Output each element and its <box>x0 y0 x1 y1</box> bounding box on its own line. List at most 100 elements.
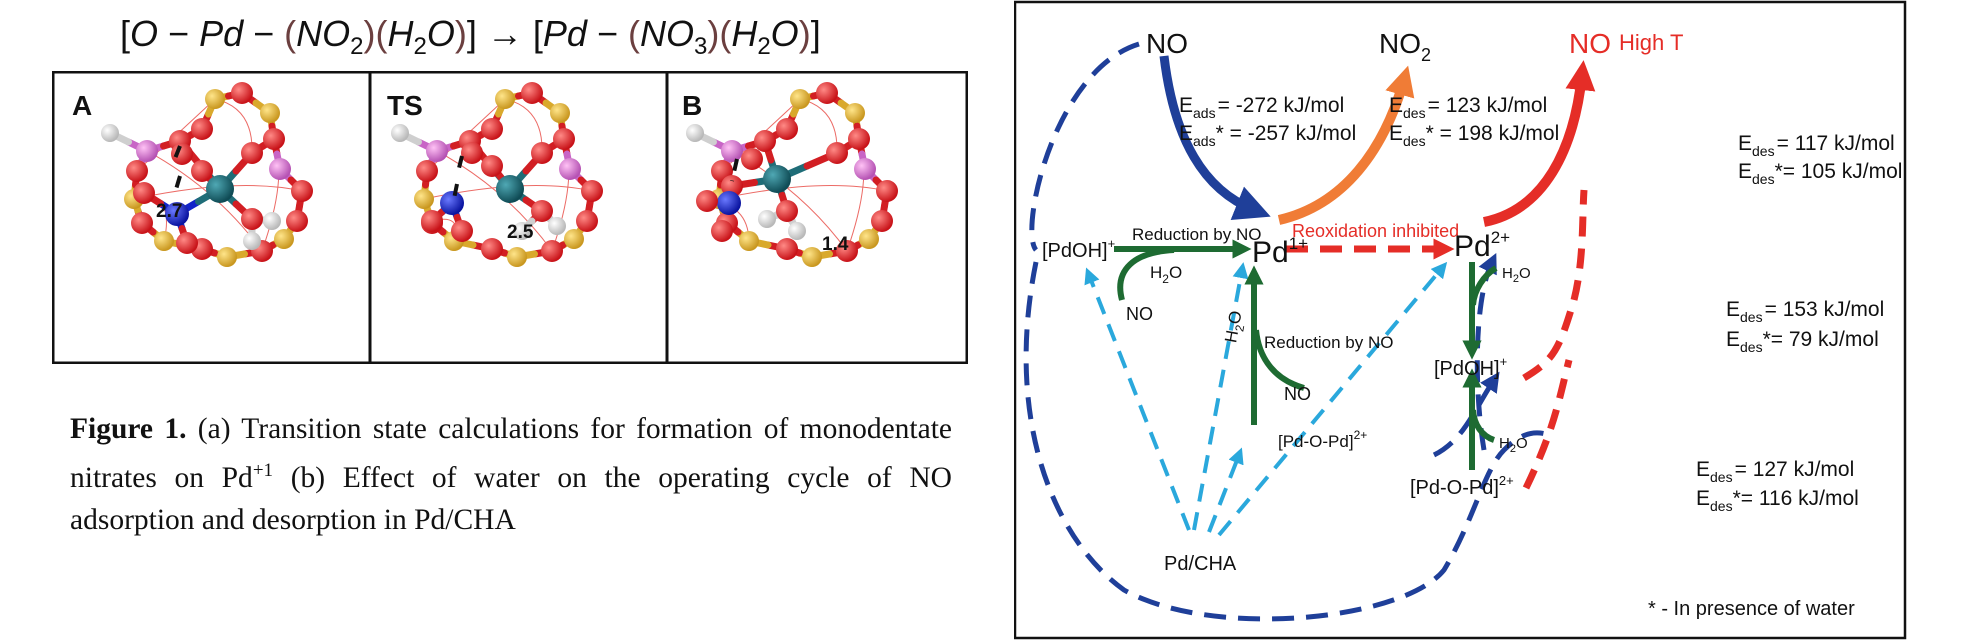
e-des-pdopd-line-1: Edes= 127 kJ/mol <box>1696 458 1854 485</box>
oxygen-atom <box>241 208 263 230</box>
equation-pd: Pd <box>199 13 244 54</box>
no-input-curve-2 <box>1253 329 1305 391</box>
no-input-curve-1 <box>1117 247 1175 301</box>
hydrogen-atom <box>391 124 409 142</box>
e-des-pdoh-line-1: Edes= 153 kJ/mol <box>1726 298 1884 325</box>
silicon-atom <box>550 103 570 123</box>
green-reduction-arrows <box>1114 239 1498 470</box>
silicon-atom <box>859 229 879 249</box>
hydrogen-atom <box>758 210 776 228</box>
caption-text-1: (a) Transition state calculations for fo… <box>70 413 952 494</box>
footnote: * - In presence of water <box>1648 598 1855 620</box>
hydrogen-atom <box>101 124 119 142</box>
oxygen-atom <box>871 210 893 232</box>
silicon-atom <box>845 103 865 123</box>
oxygen-atom <box>531 142 553 164</box>
h2o-label-1: H2O <box>1150 263 1182 286</box>
palladium-atom <box>763 165 791 193</box>
e-des-pdoh-line-2: Edes*= 79 kJ/mol <box>1726 328 1879 355</box>
no-top-label: NO <box>1146 28 1188 59</box>
hydrogen-atom <box>513 222 531 240</box>
light-blue-activation-arrows <box>1084 261 1448 537</box>
reaction-scheme: NO NO2 NO High T [PdOH]+ Reduction by NO… <box>1014 0 1907 640</box>
reduction-by-no-1: Reduction by NO <box>1132 225 1261 244</box>
oxygen-atom <box>776 118 798 140</box>
oxygen-atom <box>581 180 603 202</box>
hydrogen-atom <box>788 222 806 240</box>
oxygen-atom <box>776 238 798 260</box>
no-readsorption-arrow <box>1029 41 1140 252</box>
palladium-atom <box>496 175 524 203</box>
oxygen-atom <box>776 200 798 222</box>
aluminium-atom <box>721 140 743 162</box>
hydrogen-atom <box>548 217 566 235</box>
molecular-panels: A TS B 2.7 2.5 1.4 <box>52 71 968 364</box>
no-adsorption-arrow <box>1159 55 1271 221</box>
pdopd-to-pdoh-arrow <box>1432 371 1500 458</box>
hydrogen-atom <box>243 232 261 250</box>
reaction-equation: [O − Pd − (NO2)(H2O)] → [Pd − (NO3)(H2O)… <box>120 13 821 58</box>
oxygen-atom <box>754 130 776 152</box>
oxygen-atom <box>848 128 870 150</box>
pdoh-right-label: [PdOH]+ <box>1434 354 1507 380</box>
aluminium-atom <box>854 158 876 180</box>
oxygen-atom <box>191 160 213 182</box>
pd2-label: Pd2+ <box>1454 228 1510 263</box>
silicon-atom <box>507 247 527 267</box>
svg-text:[O − Pd − (NO2)(H2O)] → [Pd −: [O − Pd − (NO2)(H2O)] → [Pd − (NO3)(H2O)… <box>120 13 821 58</box>
oxygen-atom <box>741 148 763 170</box>
caption-superscript: +1 <box>252 460 274 481</box>
caption-text-2: (b) Effect of water on the operating cyc… <box>70 461 952 536</box>
oxygen-atom <box>171 143 193 165</box>
oxygen-atom <box>263 128 285 150</box>
oxygen-atom <box>451 220 473 242</box>
reduction-by-no-2: Reduction by NO <box>1264 333 1393 352</box>
aluminium-atom <box>269 158 291 180</box>
aluminium-atom <box>136 140 158 162</box>
oxygen-atom <box>126 160 148 182</box>
scheme-frame <box>1014 0 1907 640</box>
pd1-label: Pd1+ <box>1252 234 1308 269</box>
palladium-atom <box>206 175 234 203</box>
panel-ts-label: TS <box>387 90 423 121</box>
pdcha-label: Pd/CHA <box>1164 553 1237 575</box>
pdopd-desorption-arrow <box>1522 359 1573 490</box>
oxygen-atom <box>553 128 575 150</box>
panel-a-label: A <box>72 90 92 121</box>
equation-no2: NO <box>296 13 350 54</box>
h2o-label-2: H2O <box>1221 309 1249 345</box>
framework-line <box>718 185 888 200</box>
aluminium-atom <box>559 158 581 180</box>
distance-marker <box>172 175 182 197</box>
pdopd-right-label: [Pd-O-Pd]2+ <box>1410 473 1514 499</box>
outer-loop-arrow <box>1023 261 1552 622</box>
nitrogen-atom <box>440 191 464 215</box>
no-high-t-label: NO <box>1569 28 1611 59</box>
h2o-curve-3 <box>1470 265 1498 306</box>
oxygen-atom <box>876 180 898 202</box>
high-t-desorption-arrow <box>1482 60 1596 227</box>
e-des-pdopd-line-2: Edes*= 116 kJ/mol <box>1696 487 1859 514</box>
hydrogen-atom <box>263 212 281 230</box>
silicon-atom <box>495 89 515 109</box>
e-des-pd2-line-2: Edes*= 105 kJ/mol <box>1738 160 1902 187</box>
oxygen-atom <box>521 82 543 104</box>
oxygen-atom <box>191 118 213 140</box>
silicon-atom <box>414 189 434 209</box>
no2-desorption-arrow <box>1277 65 1415 225</box>
panel-ts-distance: 2.5 <box>507 222 534 243</box>
oxygen-atom <box>131 212 153 234</box>
aluminium-atom <box>426 140 448 162</box>
h2o-curve-4 <box>1470 409 1496 443</box>
equation-bracket: [ <box>120 13 130 54</box>
panel-a-distance: 2.7 <box>156 201 182 222</box>
e-des-no2-line-1: Edes= 123 kJ/mol <box>1389 94 1547 121</box>
oxygen-atom <box>816 82 838 104</box>
no-input-label-1: NO <box>1126 304 1153 324</box>
silicon-atom <box>154 231 174 251</box>
pdoh-desorption-arrow <box>1522 189 1588 382</box>
oxygen-atom <box>416 160 438 182</box>
silicon-atom <box>274 229 294 249</box>
reoxidation-inhibited-label: Reoxidation inhibited <box>1292 221 1459 241</box>
e-des-no2-line-2: Edes* = 198 kJ/mol <box>1389 122 1559 149</box>
